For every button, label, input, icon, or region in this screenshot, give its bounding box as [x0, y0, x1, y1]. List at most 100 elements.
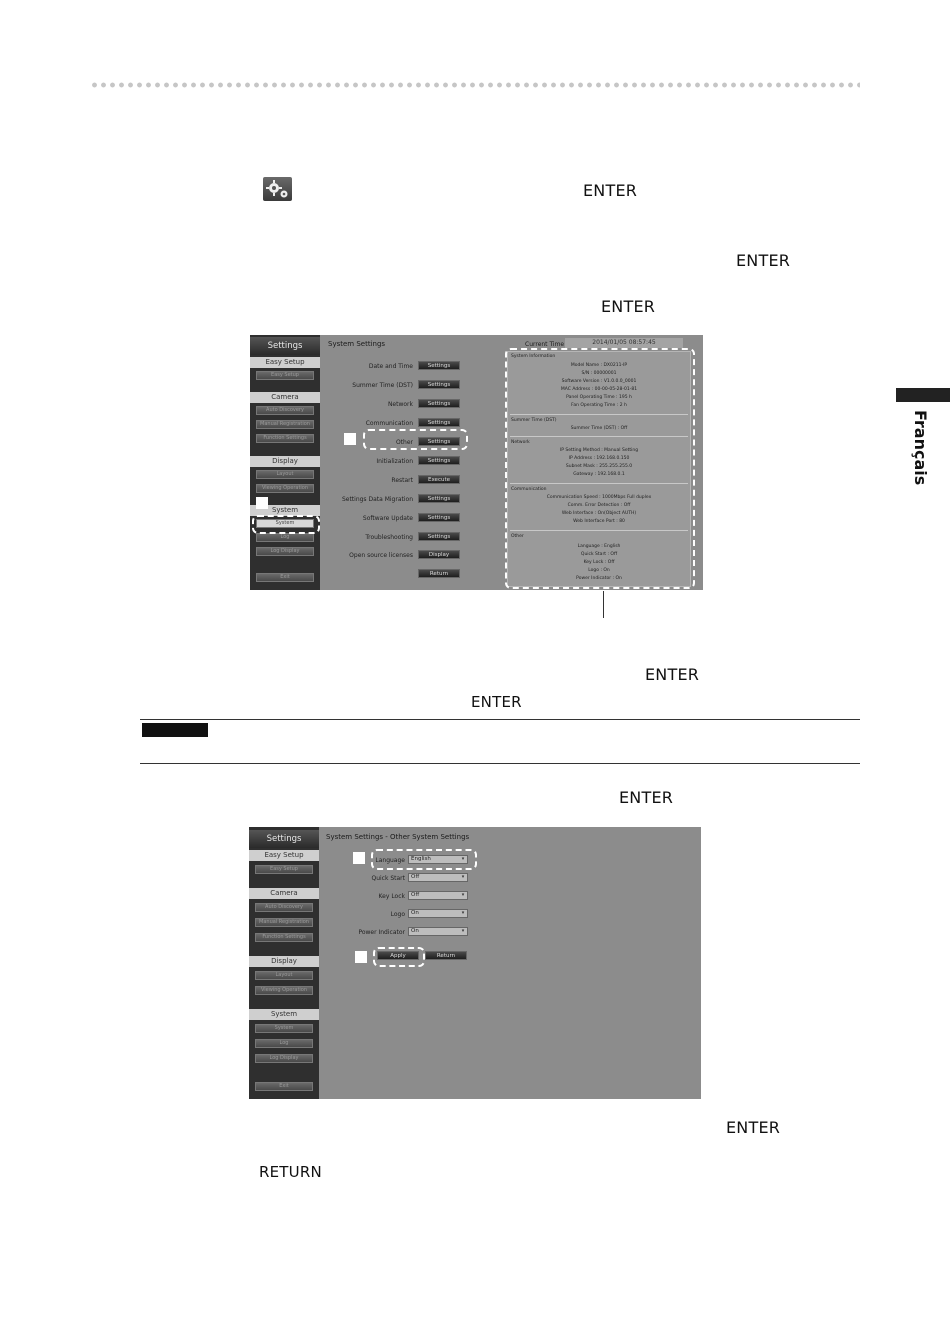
key-lock-select[interactable]: Off▾ [408, 891, 468, 900]
info-line: IP Setting Method : Manual Setting [559, 448, 639, 453]
sidebar-item-system[interactable]: System [255, 1024, 313, 1033]
power-indicator-select[interactable]: On ▾ [408, 927, 468, 936]
system-settings-screenshot: Settings Easy Setup Easy Setup Camera Au… [250, 335, 703, 590]
info-line: Panel Operating Time : 195 h [566, 395, 632, 400]
logo-value: On [411, 910, 419, 916]
info-line: Gateway : 192.168.0.1 [573, 472, 625, 477]
chevron-down-icon: ▾ [461, 928, 465, 934]
row-label-data-migration: Settings Data Migration [341, 496, 413, 503]
sidebar-title: Settings [250, 337, 320, 355]
info-line: Key Lock : Off [583, 560, 615, 565]
network-settings-button[interactable]: Settings [418, 399, 460, 408]
communication-settings-button[interactable]: Settings [418, 418, 460, 427]
highlight-system-item [252, 515, 320, 534]
sidebar-item-viewing-operation[interactable]: Viewing Operation [256, 484, 314, 493]
enter-key-label: ENTER [471, 693, 522, 711]
sidebar-item-viewing-operation[interactable]: Viewing Operation [255, 986, 313, 995]
highlight-apply-button [373, 947, 425, 967]
sidebar-item-log[interactable]: Log [255, 1039, 313, 1048]
sidebar-section-camera: Camera [249, 888, 319, 899]
sidebar-item-function-settings[interactable]: Function Settings [256, 434, 314, 443]
enter-key-label: ENTER [583, 181, 638, 200]
sidebar-section-display: Display [250, 456, 320, 467]
logo-select[interactable]: On ▾ [408, 909, 468, 918]
chevron-down-icon: ▾ [461, 874, 465, 880]
sidebar-item-exit[interactable]: Exit [256, 573, 314, 582]
return-key-label: RETURN [259, 1163, 322, 1181]
sidebar-section-display: Display [249, 956, 319, 967]
initialization-settings-button[interactable]: Settings [418, 456, 460, 465]
sidebar-item-layout[interactable]: Layout [255, 971, 313, 980]
date-time-settings-button[interactable]: Settings [418, 361, 460, 370]
sidebar-item-exit[interactable]: Exit [255, 1082, 313, 1091]
step-marker [355, 951, 367, 963]
info-line: Comm. Error Detection : Off [567, 503, 631, 508]
step-marker [344, 433, 356, 445]
main-panel: System Settings - Other System Settings … [319, 827, 701, 1099]
other-settings-screenshot: Settings Easy Setup Easy Setup Camera Au… [249, 827, 701, 1099]
sidebar-item-layout[interactable]: Layout [256, 470, 314, 479]
row-label-other: Other [395, 439, 413, 446]
return-button[interactable]: Return [418, 569, 460, 578]
info-line: Web Interface : On(Object AUTH) [561, 511, 637, 516]
sidebar-item-auto-discovery[interactable]: Auto Discovery [255, 903, 313, 912]
row-label-restart: Restart [391, 477, 413, 484]
restart-execute-button[interactable]: Execute [418, 475, 460, 484]
row-label-open-source: Open source licenses [349, 552, 413, 559]
sidebar: Settings Easy Setup Easy Setup Camera Au… [250, 335, 320, 590]
sidebar-item-log-display[interactable]: Log Display [255, 1054, 313, 1063]
quick-start-value: Off [411, 874, 420, 880]
note-top-rule [140, 719, 860, 720]
apply-button[interactable]: Apply [377, 951, 419, 960]
row-label-communication: Communication [365, 420, 413, 427]
sidebar-item-log[interactable]: Log [256, 533, 314, 542]
power-indicator-label: Power Indicator [358, 929, 405, 936]
row-label-software-update: Software Update [362, 515, 413, 522]
sidebar-item-easy-setup[interactable]: Easy Setup [256, 371, 314, 380]
row-label-initialization: Initialization [376, 458, 413, 465]
info-line: Software Version : V1.0.0.0_0001 [561, 379, 637, 384]
row-label-network: Network [387, 401, 413, 408]
info-heading: System Information [511, 354, 556, 359]
sidebar-item-manual-registration[interactable]: Manual Registration [256, 420, 314, 429]
highlight-other-row [363, 429, 468, 450]
info-line: MAC Address : 00-00-05-28-01-81 [560, 387, 638, 392]
sidebar-item-manual-registration[interactable]: Manual Registration [255, 918, 313, 927]
info-line: Model Name : DX0211-IP [570, 363, 628, 368]
header-dotted-line [90, 80, 860, 90]
power-indicator-value: On [411, 928, 419, 934]
summer-time-settings-button[interactable]: Settings [418, 380, 460, 389]
sidebar-item-easy-setup[interactable]: Easy Setup [255, 865, 313, 874]
info-heading: Summer Time (DST) [511, 418, 557, 423]
quick-start-select[interactable]: Off ▾ [408, 873, 468, 882]
language-select[interactable]: English▾ [408, 855, 468, 864]
software-update-settings-button[interactable]: Settings [418, 513, 460, 522]
open-source-display-button[interactable]: Display [418, 550, 460, 559]
callout-line [603, 591, 604, 618]
sidebar-item-function-settings[interactable]: Function Settings [255, 933, 313, 942]
info-line: Subnet Mask : 255.255.255.0 [565, 464, 633, 469]
page-title: System Settings [328, 340, 386, 348]
language-label: Language [375, 857, 405, 864]
sidebar-section-system: System [250, 505, 320, 516]
language-tab-marker [896, 388, 950, 402]
info-line: Summer Time (DST) : Off [570, 426, 628, 431]
logo-label: Logo [390, 911, 405, 918]
info-line: Web Interface Port : 80 [573, 519, 625, 524]
chevron-down-icon: ▾ [461, 910, 465, 916]
sidebar-item-log-display[interactable]: Log Display [256, 547, 314, 556]
main-panel: System Settings Current Time 2014/01/05 … [320, 335, 703, 590]
info-heading: Communication [511, 487, 547, 492]
sidebar-item-auto-discovery[interactable]: Auto Discovery [256, 406, 314, 415]
sidebar-item-system[interactable]: System [256, 519, 314, 528]
sidebar-section-easy-setup: Easy Setup [249, 850, 319, 861]
sidebar: Settings Easy Setup Easy Setup Camera Au… [249, 827, 319, 1099]
key-lock-label: Key Lock [378, 893, 405, 900]
data-migration-settings-button[interactable]: Settings [418, 494, 460, 503]
other-settings-button[interactable]: Settings [418, 437, 460, 446]
return-button[interactable]: Return [425, 951, 467, 960]
info-line: Quick Start : Off [580, 552, 618, 557]
troubleshooting-settings-button[interactable]: Settings [418, 532, 460, 541]
enter-key-label: ENTER [601, 297, 656, 316]
enter-key-label: ENTER [726, 1118, 781, 1137]
